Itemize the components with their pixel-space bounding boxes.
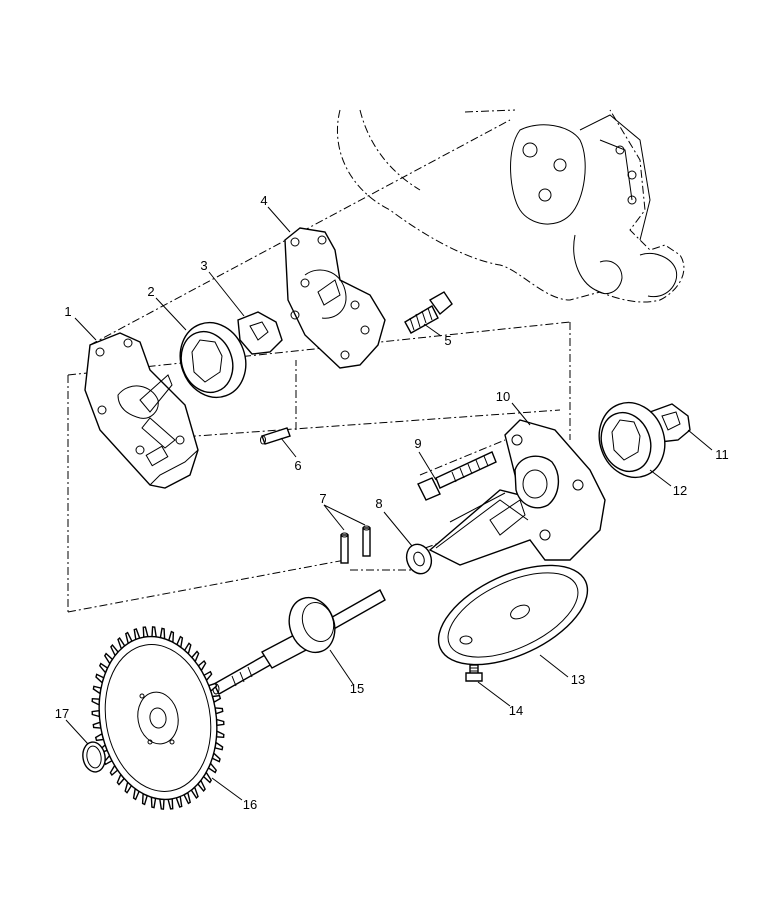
dowel-pin-6 — [260, 427, 291, 445]
outer-rotor-2 — [598, 401, 666, 479]
callout-17: 17 — [55, 706, 69, 721]
callout-4: 4 — [260, 193, 267, 208]
callout-12: 12 — [673, 483, 687, 498]
callout-7: 7 — [319, 491, 326, 506]
callout-10: 10 — [496, 389, 510, 404]
pump-body — [428, 419, 606, 566]
drive-shaft — [212, 589, 386, 695]
bolt-5 — [404, 291, 453, 334]
pins-7 — [340, 525, 371, 564]
gear-tooth — [91, 709, 101, 718]
gear-tooth — [215, 718, 225, 727]
callout-6: 6 — [294, 458, 301, 473]
gear-tooth — [142, 626, 149, 638]
outer-rotor — [179, 321, 247, 399]
callout-5: 5 — [444, 333, 451, 348]
callout-15: 15 — [350, 681, 364, 696]
gear-tooth — [151, 626, 158, 638]
callout-16: 16 — [243, 797, 257, 812]
callout-11: 11 — [715, 447, 729, 462]
bolt-9 — [417, 451, 497, 501]
engine-block-outline — [336, 109, 685, 303]
callout-2: 2 — [147, 284, 154, 299]
gear-tooth — [158, 798, 165, 810]
callout-labels: 1 2 3 4 5 6 7 8 9 10 11 12 13 14 15 16 1… — [55, 193, 729, 812]
callout-1: 1 — [64, 304, 71, 319]
strainer-plate — [437, 564, 589, 666]
leader-lines — [65, 206, 713, 801]
callout-8: 8 — [375, 496, 382, 511]
inner-rotor — [237, 311, 283, 355]
gear-tooth — [167, 798, 174, 810]
callout-14: 14 — [509, 703, 523, 718]
drive-gear — [91, 626, 225, 810]
callout-3: 3 — [200, 258, 207, 273]
callout-13: 13 — [571, 672, 585, 687]
snap-ring-17 — [82, 741, 106, 773]
pump-housing-plate — [84, 332, 199, 489]
screw-14 — [465, 664, 483, 682]
pump-cover-plate — [284, 227, 386, 369]
washer-8 — [405, 543, 433, 575]
callout-9: 9 — [414, 436, 421, 451]
